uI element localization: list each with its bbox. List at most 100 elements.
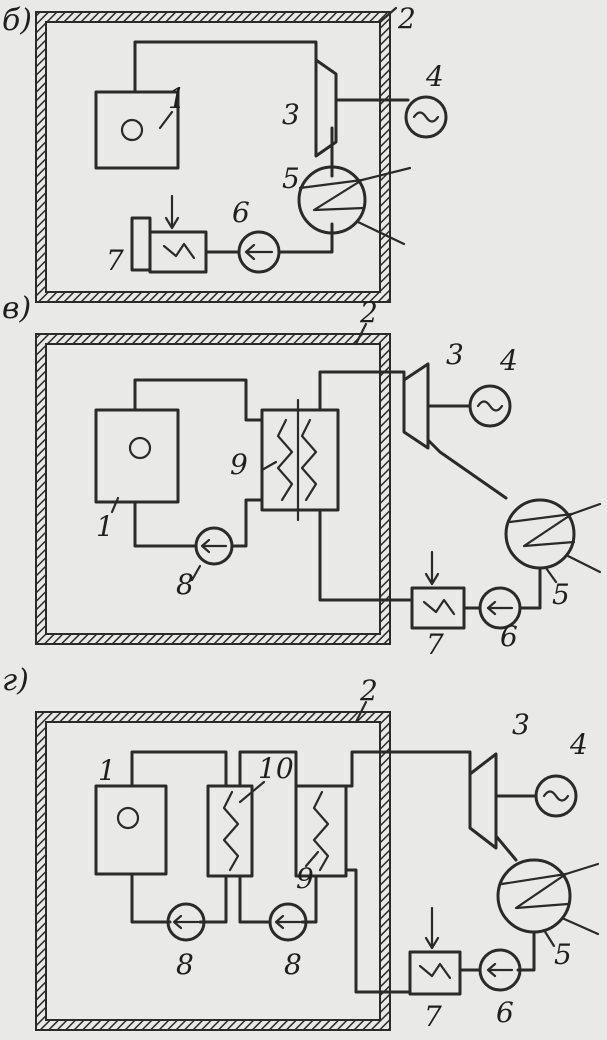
steam-line-b xyxy=(133,40,318,94)
feed-return-v xyxy=(318,508,414,602)
regen-heater-v xyxy=(410,586,466,630)
containment-wall-g xyxy=(35,711,391,1031)
turbine-label-v: 3 xyxy=(446,338,464,371)
condenser-leader-g xyxy=(542,928,556,948)
condenser-coil-b xyxy=(298,178,366,212)
turbine-b xyxy=(314,58,338,158)
condenser-v xyxy=(504,498,576,570)
extraction-arrow-icon-b xyxy=(164,194,180,230)
sg-leader-v xyxy=(260,460,278,472)
condenser-coil-v xyxy=(508,512,576,548)
steam-line-v xyxy=(318,370,406,412)
regen-heater-b xyxy=(148,230,208,274)
cooling-out-b xyxy=(356,220,406,246)
reactor-core-b xyxy=(120,118,144,142)
generator-sine-icon-b xyxy=(412,111,440,123)
condenser-label-v: 5 xyxy=(552,578,570,611)
wall-leader-v xyxy=(354,322,368,346)
feed-return-g xyxy=(344,868,412,994)
condenser-coil-g xyxy=(500,872,570,910)
ix-label-g: 10 xyxy=(258,752,294,785)
intermediate-exchanger-g xyxy=(206,784,254,878)
condensate-line-v xyxy=(518,566,542,610)
generator-label-b: 4 xyxy=(425,60,444,93)
circ-pump-1-g xyxy=(166,902,206,942)
sg-label-v: 9 xyxy=(230,448,248,481)
feed-pump-arrow-icon-v xyxy=(486,600,514,616)
circ-pump-label-v: 8 xyxy=(176,568,194,601)
exhaust-line-g xyxy=(494,834,518,862)
primary-return-g xyxy=(198,874,228,924)
primary-return-v xyxy=(230,498,264,548)
turbine-g xyxy=(468,752,498,850)
turbine-label-g: 3 xyxy=(512,708,530,741)
feed-pump-label-b: 6 xyxy=(232,196,250,229)
wall-label-v: 2 xyxy=(359,296,378,329)
feed-pump-b xyxy=(237,230,281,274)
steam-line-g xyxy=(344,750,472,788)
primary-hot-leg-v xyxy=(133,378,264,422)
reactor-label-v: 1 xyxy=(96,510,114,543)
ix-leader-g xyxy=(238,780,266,804)
section-label-g: г) xyxy=(2,663,29,698)
sg-coil-g xyxy=(312,790,330,872)
cooling-out-g xyxy=(560,916,600,936)
circ-pump-v xyxy=(194,526,234,566)
reactor-label-b: 1 xyxy=(168,82,186,115)
generator-sine-icon-g xyxy=(542,790,570,802)
cooling-in-b xyxy=(360,166,412,182)
circ-pump-arrow-icon-v xyxy=(200,538,228,554)
circ-pump-1-arrow-icon-g xyxy=(172,914,200,930)
section-label-b: б) xyxy=(2,3,32,38)
regen-heater-coil-b xyxy=(162,242,196,260)
section-label-v: в) xyxy=(2,291,31,326)
regen-heater-label-b: 7 xyxy=(106,244,124,277)
generator-g xyxy=(534,774,578,818)
condenser-label-g: 5 xyxy=(554,938,572,971)
primary-cold-leg-g xyxy=(130,872,172,924)
circ-pump-leader-v xyxy=(190,564,202,582)
regen-heater-label-v: 7 xyxy=(426,628,444,661)
generator-sine-icon-v xyxy=(476,400,504,412)
reactor-leader-v xyxy=(110,496,120,514)
circ-pump-2-arrow-icon-g xyxy=(274,914,302,930)
scheme-v: в) 2 1 8 9 3 xyxy=(2,291,602,661)
regen-heater-label-g: 7 xyxy=(424,1000,442,1033)
feed-pump-label-v: 6 xyxy=(500,620,518,653)
wall-label-g: 2 xyxy=(359,674,378,707)
wall-leader-g xyxy=(354,700,368,724)
condenser-b xyxy=(297,165,367,235)
extraction-arrow-icon-v xyxy=(424,550,440,586)
turbine-label-b: 3 xyxy=(282,98,300,131)
turbine-v xyxy=(402,362,430,450)
condenser-leader-v xyxy=(544,566,558,584)
feed-pump-arrow-icon-b xyxy=(244,243,274,261)
reactor-b xyxy=(94,90,180,170)
exhaust-line-v xyxy=(426,438,508,500)
reactor-core-g xyxy=(116,806,140,830)
cooling-in-g xyxy=(564,862,600,876)
scheme-g: г) 2 1 8 10 8 xyxy=(2,663,600,1033)
condensate-line-g xyxy=(516,930,536,972)
condenser-label-b: 5 xyxy=(282,162,300,195)
sg-label-g: 9 xyxy=(296,862,314,895)
cooling-out-v xyxy=(566,554,602,574)
circ-pump-1-label-g: 8 xyxy=(176,948,194,981)
ix-coil-g xyxy=(222,790,240,872)
reactor-label-g: 1 xyxy=(98,754,116,787)
steam-generator-g xyxy=(294,784,348,878)
containment-wall-v xyxy=(35,333,391,645)
containment-wall-b xyxy=(35,11,391,303)
heater-loop-b xyxy=(130,216,152,272)
intermediate-cold-leg-g xyxy=(238,874,272,924)
intermediate-hot-leg-g xyxy=(238,750,298,788)
generator-b xyxy=(404,95,448,139)
wall-leader-b xyxy=(378,6,398,24)
circ-pump-2-label-g: 8 xyxy=(284,948,302,981)
primary-cold-leg-v xyxy=(133,500,198,548)
reactor-leader-b xyxy=(158,110,174,130)
regen-heater-coil-v xyxy=(422,598,456,616)
reactor-v xyxy=(94,408,180,504)
extraction-arrow-icon-g xyxy=(424,906,440,950)
